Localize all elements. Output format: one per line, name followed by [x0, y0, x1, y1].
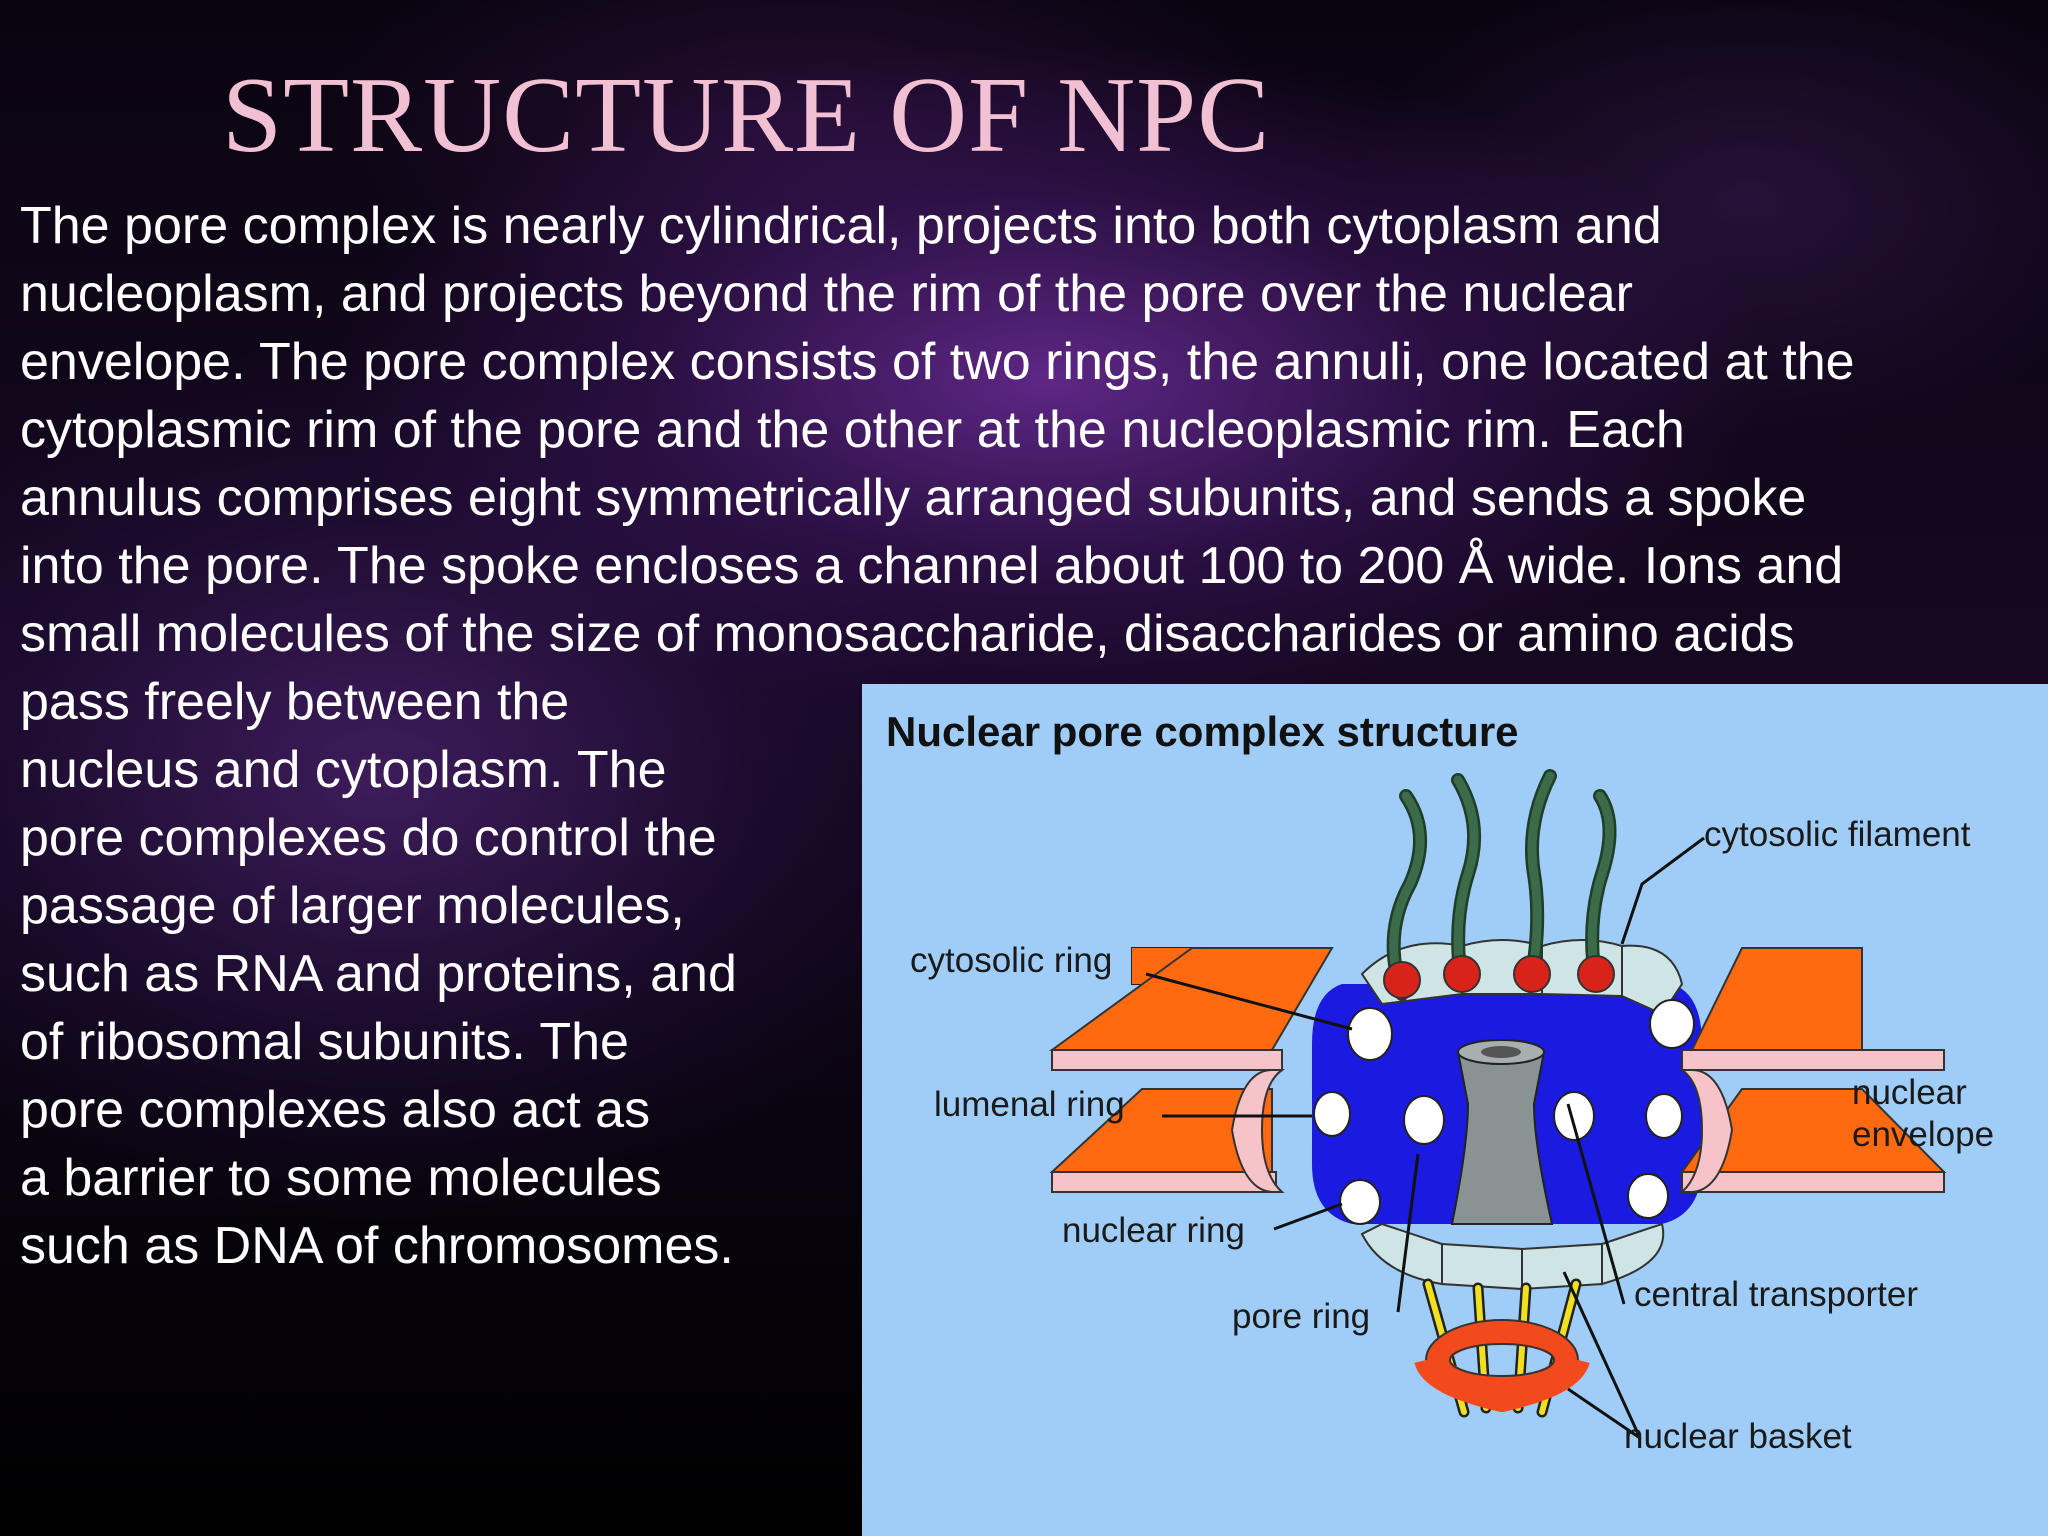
subunit-white: [1347, 1007, 1393, 1061]
side-line: such as DNA of chromosomes.: [20, 1217, 734, 1275]
subunit-white: [1403, 1095, 1445, 1145]
side-line: such as RNA and proteins, and: [20, 945, 737, 1003]
filament-tip: [1443, 955, 1481, 993]
side-line: pass freely between the: [20, 673, 570, 731]
label-nuclear-ring: nuclear ring: [1062, 1211, 1245, 1250]
filament-tips: [1383, 955, 1615, 999]
label-nuclear-basket: nuclear basket: [1624, 1417, 1852, 1456]
side-line: passage of larger molecules,: [20, 877, 685, 935]
filament-tip: [1513, 955, 1551, 993]
lower-lining-right: [1681, 1171, 1945, 1193]
filament-tip: [1383, 961, 1421, 999]
upper-lining-left: [1051, 1049, 1283, 1071]
side-line: of ribosomal subunits. The: [20, 1013, 629, 1071]
central-transporter: [1450, 1039, 1554, 1225]
upper-membrane-right-face: [1690, 947, 1863, 1051]
filament-tip: [1577, 955, 1615, 993]
nuclear-ring: [1360, 1222, 1665, 1291]
slide-title: STRUCTURE OF NPC: [222, 56, 1271, 175]
label-pore-ring: pore ring: [1232, 1297, 1370, 1336]
label-nuclear-envelope-1: nuclear: [1852, 1073, 1967, 1112]
membrane-fold-left: [1230, 1069, 1286, 1193]
intro-paragraph: The pore complex is nearly cylindrical, …: [20, 192, 2040, 668]
subunit-white: [1313, 1091, 1351, 1137]
intro-line: envelope. The pore complex consists of t…: [20, 333, 1855, 391]
label-lumenal-ring: lumenal ring: [934, 1085, 1125, 1124]
intro-line: nucleoplasm, and projects beyond the rim…: [20, 265, 1633, 323]
npc-diagram-svg: Nuclear pore complex structure: [886, 708, 1994, 1456]
lower-lining-left: [1051, 1171, 1277, 1193]
label-cytosolic-filament: cytosolic filament: [1704, 815, 1971, 854]
intro-line: small molecules of the size of monosacch…: [20, 605, 1795, 663]
label-central-transporter: central transporter: [1634, 1275, 1918, 1314]
side-line: nucleus and cytoplasm. The: [20, 741, 667, 799]
cytosolic-ring: [1360, 939, 1684, 1016]
label-nuclear-envelope-2: envelope: [1852, 1115, 1994, 1154]
side-paragraph: pass freely between the nucleus and cyto…: [20, 668, 860, 1280]
subunit-white: [1553, 1091, 1595, 1141]
side-line: pore complexes do control the: [20, 809, 717, 867]
subunit-white: [1649, 999, 1695, 1049]
leader-lines: [1145, 836, 1705, 1440]
subunit-white: [1645, 1093, 1683, 1139]
label-cytosolic-ring: cytosolic ring: [910, 941, 1112, 980]
pore-subunits: [1313, 999, 1695, 1225]
side-line: a barrier to some molecules: [20, 1149, 662, 1207]
subunit-white: [1339, 1179, 1381, 1225]
upper-lining-right: [1681, 1049, 1945, 1071]
intro-line: The pore complex is nearly cylindrical, …: [20, 197, 1662, 255]
npc-diagram: Nuclear pore complex structure: [862, 684, 2048, 1536]
intro-line: cytoplasmic rim of the pore and the othe…: [20, 401, 1685, 459]
diagram-title: Nuclear pore complex structure: [886, 708, 1519, 755]
intro-line: into the pore. The spoke encloses a chan…: [20, 537, 1844, 595]
intro-line: annulus comprises eight symmetrically ar…: [20, 469, 1807, 527]
membrane-fold-right: [1678, 1069, 1734, 1193]
side-line: pore complexes also act as: [20, 1081, 651, 1139]
subunit-white: [1627, 1173, 1669, 1219]
